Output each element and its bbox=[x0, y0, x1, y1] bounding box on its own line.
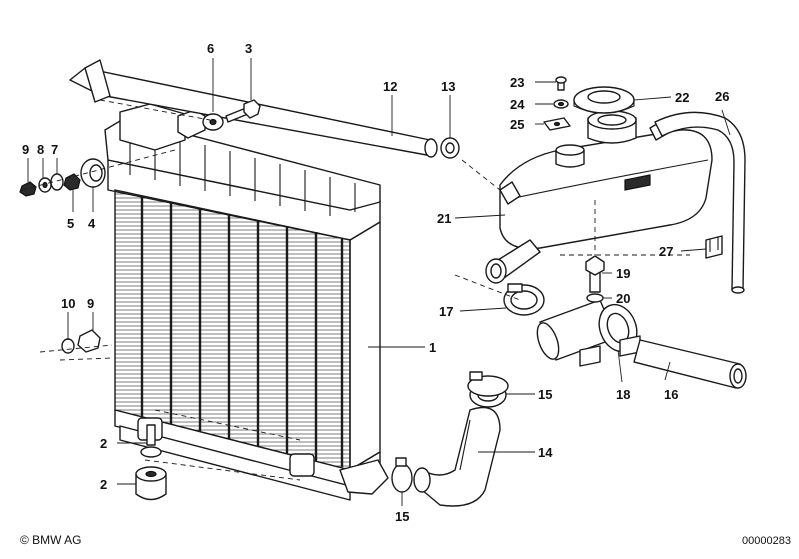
callout-17: 17 bbox=[439, 304, 453, 319]
callout-6: 5 bbox=[67, 216, 74, 231]
callout-26: 26 bbox=[715, 89, 729, 104]
callout-14: 14 bbox=[538, 445, 553, 460]
radiator-cap bbox=[573, 86, 635, 114]
radiator-hose bbox=[413, 382, 507, 507]
callout-15-right: 15 bbox=[538, 387, 552, 402]
document-number: 00000283 bbox=[742, 535, 791, 547]
callout-13: 13 bbox=[441, 79, 455, 94]
copyright-notice: © BMW AG bbox=[20, 533, 82, 547]
callout-labels: 6 3 12 13 9 8 7 5 4 10 9 1 2 2 15 14 15 … bbox=[22, 41, 729, 524]
callout-10: 9 bbox=[87, 296, 94, 311]
hose-bracket bbox=[536, 255, 641, 367]
callout-7-top: 6 bbox=[207, 41, 214, 56]
leader-lines bbox=[27, 58, 731, 506]
callout-9: 9 bbox=[22, 142, 29, 157]
bracket-hardware bbox=[543, 76, 571, 131]
vent-hose bbox=[654, 111, 746, 294]
radiator bbox=[104, 103, 389, 501]
callout-24: 24 bbox=[510, 97, 525, 112]
mounting-hardware-left bbox=[19, 99, 261, 354]
callout-5: 4 bbox=[88, 216, 96, 231]
callout-2: 2 bbox=[100, 477, 107, 492]
hose-clip bbox=[705, 235, 723, 259]
callout-16: 16 bbox=[664, 387, 678, 402]
callout-12: 12 bbox=[383, 79, 397, 94]
callout-8: 8 bbox=[37, 142, 44, 157]
rubber-mount bbox=[135, 424, 167, 501]
callout-19: 19 bbox=[616, 266, 630, 281]
callout-15-bottom: 15 bbox=[395, 509, 409, 524]
expansion-tank bbox=[485, 110, 713, 284]
callout-4: 3 bbox=[245, 41, 252, 56]
callout-1: 1 bbox=[429, 340, 436, 355]
callout-27: 27 bbox=[659, 244, 673, 259]
callout-3: 2 bbox=[100, 436, 107, 451]
callout-11: 10 bbox=[61, 296, 75, 311]
lower-hose bbox=[633, 339, 747, 389]
assembly-guide-lines bbox=[21, 99, 690, 481]
callout-22: 22 bbox=[675, 90, 689, 105]
callout-23: 23 bbox=[510, 75, 524, 90]
callout-18: 18 bbox=[616, 387, 630, 402]
hose-clamp-17 bbox=[503, 283, 545, 316]
callout-20: 20 bbox=[616, 291, 630, 306]
callout-7-left: 7 bbox=[51, 142, 58, 157]
callout-21: 21 bbox=[437, 211, 451, 226]
callout-25: 25 bbox=[510, 117, 524, 132]
hose-clamp-15 bbox=[391, 371, 509, 493]
hose-clamp-13 bbox=[440, 137, 460, 159]
